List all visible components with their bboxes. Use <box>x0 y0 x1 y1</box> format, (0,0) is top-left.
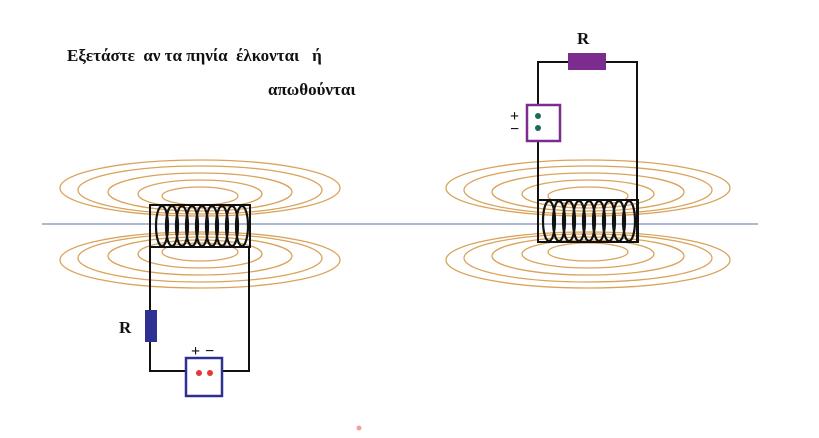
right-battery-terminal-minus <box>535 125 541 131</box>
right-battery-minus-sign: − <box>510 121 519 138</box>
coil-winding <box>164 204 180 248</box>
right-wire-battery-top <box>537 61 568 105</box>
left-coil-windings <box>154 204 250 248</box>
right-circuit: R + − <box>510 29 639 243</box>
left-wire-bottom-left <box>149 342 186 372</box>
coil-winding <box>551 199 567 243</box>
stray-dot <box>356 425 362 431</box>
coil-winding <box>561 199 577 243</box>
left-battery-terminal-plus <box>196 370 202 376</box>
left-battery-minus-sign: − <box>205 343 214 360</box>
right-battery-plus-sign: + <box>510 108 519 125</box>
right-wire-right <box>606 61 638 242</box>
coil-winding <box>234 204 250 248</box>
left-wire-right <box>222 247 250 372</box>
right-coil-windings <box>541 199 637 243</box>
right-resistor <box>568 53 606 70</box>
coil-winding <box>541 199 557 243</box>
coil-winding <box>194 204 210 248</box>
coil-winding <box>214 204 230 248</box>
left-battery-box <box>184 356 224 398</box>
coil-winding <box>581 199 597 243</box>
coil-winding <box>174 204 190 248</box>
coil-winding <box>611 199 627 243</box>
coil-winding <box>224 204 240 248</box>
right-battery-box <box>525 103 562 143</box>
left-battery-terminal-minus <box>207 370 213 376</box>
right-battery-terminal-plus <box>535 113 541 119</box>
coil-winding <box>184 204 200 248</box>
left-resistor <box>145 310 157 342</box>
title-line-2: απωθούνται <box>268 80 356 99</box>
coil-winding <box>591 199 607 243</box>
coil-winding <box>154 204 170 248</box>
title-line-1: Εξετάστε αν τα πηνία έλκονται ή <box>67 46 322 65</box>
coil-winding <box>204 204 220 248</box>
coil-winding <box>621 199 637 243</box>
left-battery-plus-sign: + <box>191 343 200 360</box>
left-coil-frame <box>149 204 251 248</box>
coil-winding <box>571 199 587 243</box>
left-circuit: R + − <box>119 204 251 398</box>
right-resistor-label: R <box>577 29 590 48</box>
left-resistor-label: R <box>119 318 132 337</box>
coil-winding <box>601 199 617 243</box>
